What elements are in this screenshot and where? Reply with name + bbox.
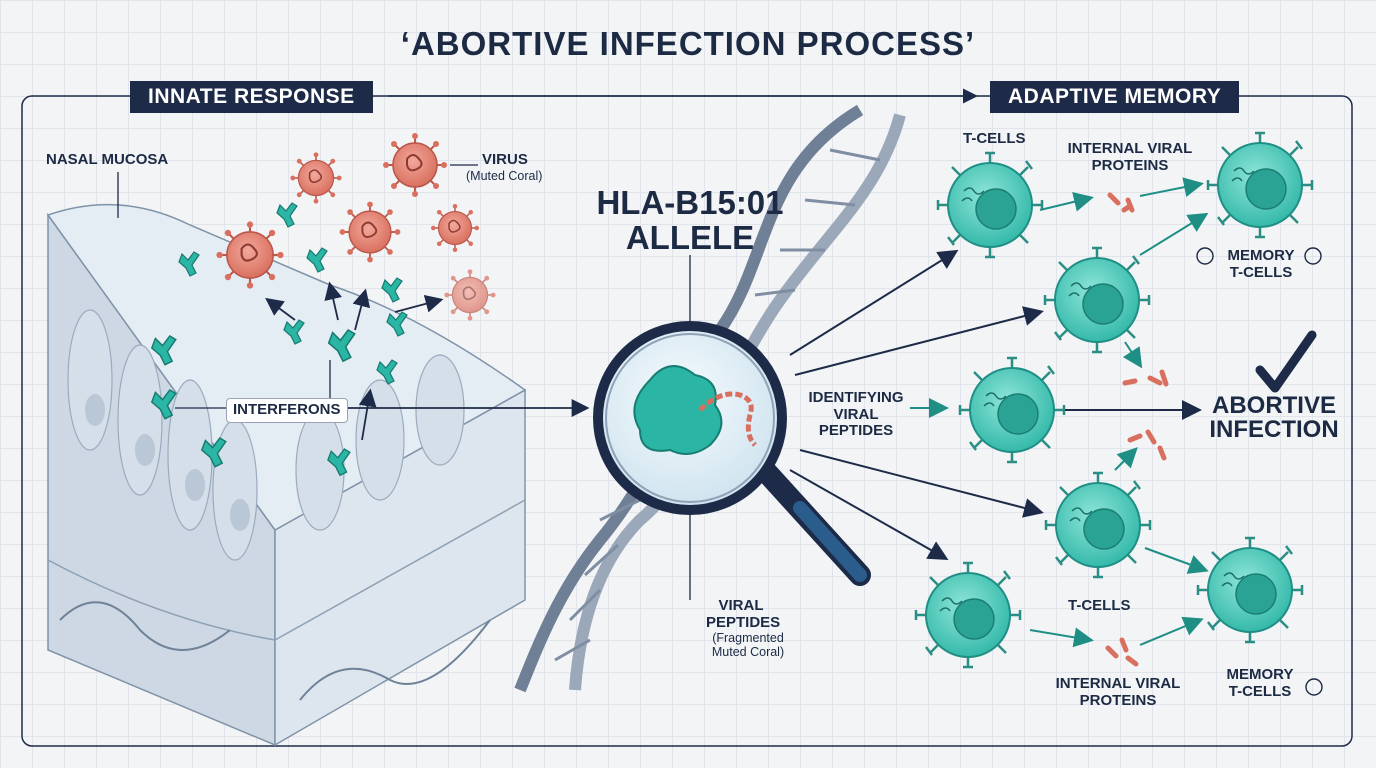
nasal-mucosa-tissue bbox=[46, 203, 527, 747]
memory-t-cells-label-bottom: MEMORY T-CELLS bbox=[1226, 666, 1294, 700]
nasal-mucosa-label: NASAL MUCOSA bbox=[46, 151, 169, 168]
hla-allele-label: HLA-B15:01 ALLELE bbox=[596, 184, 784, 256]
t-cells-label-top: T-CELLS bbox=[963, 130, 1026, 147]
t-cells-label-bottom: T-CELLS bbox=[1068, 597, 1131, 614]
interferons-label: INTERFERONS bbox=[226, 398, 348, 423]
lens-to-tcell-arrows bbox=[789, 249, 1202, 560]
adaptive-memory-banner: ADAPTIVE MEMORY bbox=[990, 81, 1240, 113]
internal-viral-proteins-label-bottom: INTERNAL VIRAL PROTEINS bbox=[1055, 675, 1181, 709]
innate-response-banner: INNATE RESPONSE bbox=[130, 81, 373, 113]
magnifying-glass bbox=[593, 321, 871, 586]
memory-badge-icons bbox=[1196, 247, 1323, 696]
virus-color-note: (Muted Coral) bbox=[466, 169, 543, 183]
tcell-pathway-arrows bbox=[910, 177, 1209, 648]
abortive-infection-label: ABORTIVE INFECTION bbox=[1209, 392, 1339, 443]
internal-viral-proteins-label-top: INTERNAL VIRAL PROTEINS bbox=[1067, 140, 1193, 174]
success-check-icon bbox=[1255, 330, 1317, 393]
virus-label: VIRUS bbox=[482, 151, 528, 168]
interferon-arrows bbox=[265, 281, 444, 441]
viral-peptides-label: VIRAL PEPTIDES bbox=[706, 597, 781, 631]
viral-protein-fragments bbox=[1105, 192, 1169, 667]
viral-peptides-color-note: (Fragmented Muted Coral) bbox=[711, 631, 785, 659]
memory-t-cells-label-top: MEMORY T-CELLS bbox=[1227, 247, 1295, 281]
diagram-title: ‘ABORTIVE INFECTION PROCESS’ bbox=[400, 25, 976, 62]
identifying-viral-peptides-label: IDENTIFYING VIRAL PEPTIDES bbox=[808, 389, 904, 439]
